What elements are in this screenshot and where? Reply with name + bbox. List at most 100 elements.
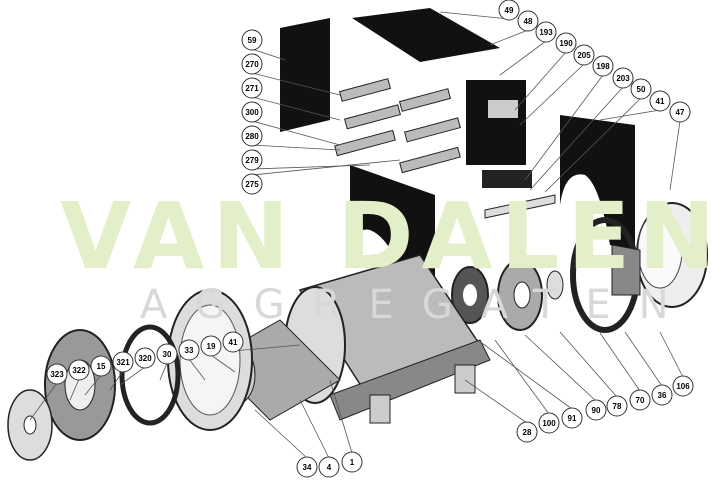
callout-190: 190 [514,32,577,111]
callout-number: 275 [245,180,259,189]
callout-circle [241,53,263,75]
leader-line [251,72,341,96]
callout-41: 41 [222,331,301,353]
leader-line [329,379,353,454]
leader-line [519,63,585,126]
callouts: 4948193190205198203504147592702713002802… [29,0,694,478]
callout-number: 59 [248,36,257,45]
callout-circle [90,355,112,377]
callout-number: 323 [50,370,64,379]
exciter-stator-bore [513,281,531,309]
leader-line [159,362,168,381]
callout-number: 41 [229,338,238,347]
callout-1: 1 [329,379,363,473]
leader-line [84,374,102,396]
callout-circle [555,32,577,54]
callout-number: 48 [524,17,533,26]
leader-line [659,331,684,378]
callout-number: 322 [72,366,86,375]
leader-line [494,339,550,415]
callout-number: 270 [245,60,259,69]
callout-circle [178,339,200,361]
leader-line [251,159,401,176]
watermark: VAN DALEN AGGREGATEN [60,183,714,328]
parts [7,8,708,461]
top-cover [352,8,500,62]
callout-number: 41 [656,97,665,106]
callout-number: 28 [523,428,532,437]
callout-number: 47 [676,108,685,117]
callout-number: 205 [577,51,591,60]
callout-circle [241,173,263,195]
callout-4: 4 [299,399,340,478]
callout-circle [241,125,263,147]
callout-number: 34 [303,463,312,472]
callout-circle [46,363,68,385]
base-foot [454,364,476,394]
leader-line [439,11,510,20]
callout-circle [134,347,156,369]
side-panel [280,18,330,132]
callout-circle [651,384,673,406]
callout-270: 270 [241,53,341,96]
callout-number: 193 [539,28,553,37]
callout-circle [341,451,363,473]
adapter-ring [119,324,181,426]
leader-line [544,97,642,193]
callout-198: 198 [524,55,614,181]
bearing-cover-plate [611,244,641,296]
callout-49: 49 [439,0,520,21]
callout-circle [241,29,263,51]
callout-number: 1 [350,458,355,467]
callout-number: 321 [116,358,130,367]
callout-number: 300 [245,108,259,117]
callout-15: 15 [84,355,112,396]
leader-line [514,51,567,111]
callout-48: 48 [489,10,539,46]
terminal-brackets [334,78,461,174]
callout-41: 41 [599,90,671,121]
callout-number: 78 [613,402,622,411]
leader-line [599,109,661,121]
mounting-rail [484,194,556,219]
side-frame-right [560,115,635,250]
callout-circle [296,456,318,478]
leader-line [524,334,597,402]
control-box [466,80,526,165]
callout-271: 271 [241,77,341,121]
callout-279: 279 [241,149,371,171]
callout-circle [241,77,263,99]
callout-320: 320 [119,347,156,386]
callout-322: 322 [68,359,90,401]
leader-line [251,144,341,151]
leader-line [109,370,124,391]
callout-100: 100 [494,339,560,434]
bearing [546,270,564,300]
callout-47: 47 [669,101,691,191]
callout-circle [561,407,583,429]
callout-number: 15 [97,362,106,371]
leader-line [529,86,624,191]
callout-205: 205 [519,44,595,126]
callout-number: 19 [207,342,216,351]
callout-circle [200,335,222,357]
callout-19: 19 [200,335,236,373]
callout-circle [606,395,628,417]
callout-circle [498,0,520,21]
callout-circle [241,101,263,123]
callout-50: 50 [544,78,652,193]
leader-line [251,48,286,61]
leader-line [210,354,236,373]
callout-circle [630,78,652,100]
watermark-brand: VAN DALEN [60,183,714,290]
callout-91: 91 [474,337,583,429]
leader-line [188,358,206,381]
callout-90: 90 [524,334,607,421]
callout-59: 59 [241,29,286,61]
leader-line [559,331,618,398]
leader-line [251,96,341,121]
watermark-sub: AGGREGATEN [140,282,697,328]
callout-number: 271 [245,84,259,93]
callout-number: 320 [138,354,152,363]
callout-circle [592,55,614,77]
